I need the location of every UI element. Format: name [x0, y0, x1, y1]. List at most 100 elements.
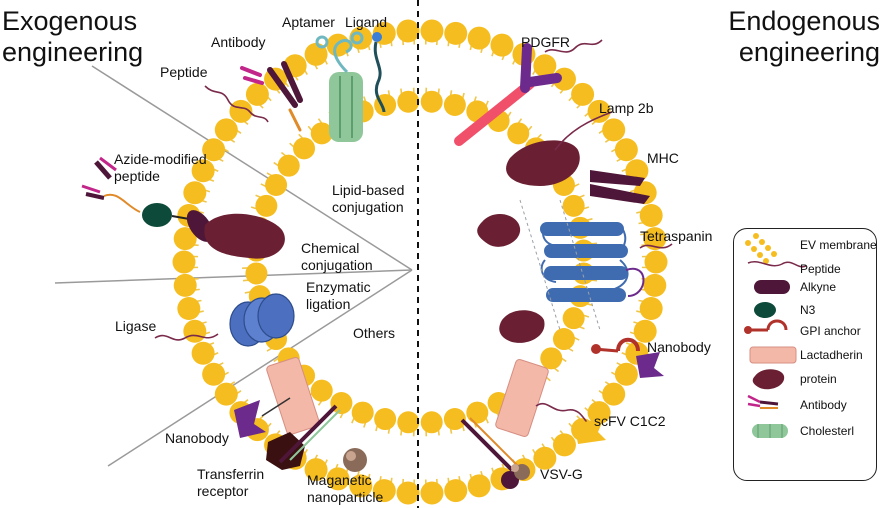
method-lipid: Lipid-based conjugation: [332, 182, 404, 216]
gpi-anchor-icon: [744, 319, 788, 334]
nanobody-icon: [234, 397, 291, 438]
lipid-head: [304, 42, 328, 66]
lipid-head: [643, 273, 667, 297]
lipid-head: [643, 227, 667, 251]
gpi-nanobody-icon: [591, 337, 664, 378]
lipid-head: [396, 481, 420, 505]
antibody-icon: [240, 61, 303, 132]
lipid-head: [540, 347, 563, 370]
ligand-icon: [372, 32, 386, 113]
legend-icons: [744, 233, 807, 438]
method-lipid-line1: Lipid-based: [332, 182, 405, 198]
lipid-head: [507, 122, 530, 145]
lipid-head: [277, 154, 300, 177]
lipid-head: [293, 137, 316, 160]
guide-lines: [519, 199, 601, 331]
antibody-legend-icon: [747, 394, 779, 409]
label-lamp2b: Lamp 2b: [599, 100, 654, 116]
legend-label-ev-membrane: EV membrane: [800, 238, 877, 252]
lipid-head: [420, 19, 444, 43]
lipid-head: [326, 467, 350, 491]
lipid-head: [265, 173, 288, 196]
legend: [733, 228, 877, 481]
lipid-head: [602, 382, 626, 406]
lipid-head: [183, 181, 207, 205]
title-endogenous-line2: engineering: [738, 37, 880, 67]
ligase-icon: [229, 293, 295, 347]
lipid-head: [191, 159, 215, 183]
lactadherin-icon: [266, 357, 320, 435]
ev-membrane-icon: [745, 233, 777, 264]
method-enzymatic-line1: Enzymatic: [306, 279, 371, 295]
lipid-head: [490, 33, 514, 57]
method-others: Others: [353, 325, 396, 341]
title-endogenous: Endogenous engineering: [718, 6, 880, 68]
pdgfr-icon: [454, 39, 603, 146]
lipid-head: [245, 82, 269, 106]
lipid-head: [602, 118, 626, 142]
method-chemical: Chemical conjugation: [301, 240, 373, 274]
mhc-icon: [590, 170, 650, 204]
lipid-head: [552, 433, 576, 457]
lipid-head: [644, 250, 668, 274]
lipid-head: [444, 21, 468, 45]
protein-blob: [477, 214, 521, 247]
lipid-head: [639, 297, 663, 321]
azide-peptide-construct: [81, 156, 285, 259]
peptide-squiggle: [204, 85, 269, 123]
lipid-head: [173, 273, 197, 297]
lipid-head: [443, 93, 466, 116]
lipid-head: [562, 194, 585, 217]
lipid-head: [552, 328, 575, 351]
title-endogenous-line1: Endogenous: [728, 6, 880, 36]
lipid-head: [444, 479, 468, 503]
label-azide-peptide-line2: peptide: [114, 168, 160, 184]
title-exogenous-line2: engineering: [2, 37, 144, 67]
tetraspanin-icon: [540, 222, 673, 302]
label-peptide: Peptide: [160, 64, 208, 80]
lipid-head: [351, 401, 374, 424]
lipid-head: [310, 379, 333, 402]
label-magnetic: Maganetic nanoparticle: [307, 472, 383, 506]
lipid-head: [396, 19, 420, 43]
label-nanobody-left: Nanobody: [165, 430, 229, 446]
lipid-head: [614, 138, 638, 162]
lipid-head: [372, 479, 396, 503]
method-lipid-line2: conjugation: [332, 199, 404, 215]
magnetic-nanoparticle-icon: [343, 448, 367, 472]
cholesterol-icon: [329, 72, 363, 142]
peptide-icon: [747, 261, 807, 268]
lipid-head: [420, 90, 443, 113]
lipid-head: [614, 362, 638, 386]
lipid-head: [443, 408, 466, 431]
lipid-head: [467, 26, 491, 50]
lipid-head: [173, 227, 197, 251]
lipid-head: [633, 319, 657, 343]
method-enzymatic-line2: ligation: [306, 296, 351, 312]
label-scfv: scFV C1C2: [594, 413, 666, 429]
lipid-head: [229, 99, 253, 123]
label-transferrin-line1: Transferrin: [197, 466, 265, 482]
lipid-head: [420, 411, 443, 434]
legend-label-gpi-anchor: GPI anchor: [800, 324, 861, 338]
lipid-head: [587, 401, 611, 425]
lipid-head: [191, 341, 215, 365]
lipid-head: [310, 122, 333, 145]
label-magnetic-line2: nanoparticle: [307, 489, 384, 505]
lipid-head: [467, 474, 491, 498]
lipid-head: [533, 54, 557, 78]
lipid-head: [533, 446, 557, 470]
title-exogenous-line1: Exogenous: [2, 6, 138, 36]
lipid-head: [214, 382, 238, 406]
lipid-head: [397, 411, 420, 434]
legend-label-alkyne: Alkyne: [800, 280, 837, 294]
label-tetraspanin: Tetraspanin: [640, 228, 713, 244]
label-transferrin: Transferrin receptor: [197, 466, 264, 500]
lipid-head: [183, 319, 207, 343]
lipid-head: [202, 138, 226, 162]
label-ligase: Ligase: [115, 318, 157, 334]
lipid-head: [639, 203, 663, 227]
legend-label-lactadherin: Lactadherin: [800, 348, 863, 362]
lipid-head: [349, 474, 373, 498]
lipid-head: [172, 250, 196, 274]
